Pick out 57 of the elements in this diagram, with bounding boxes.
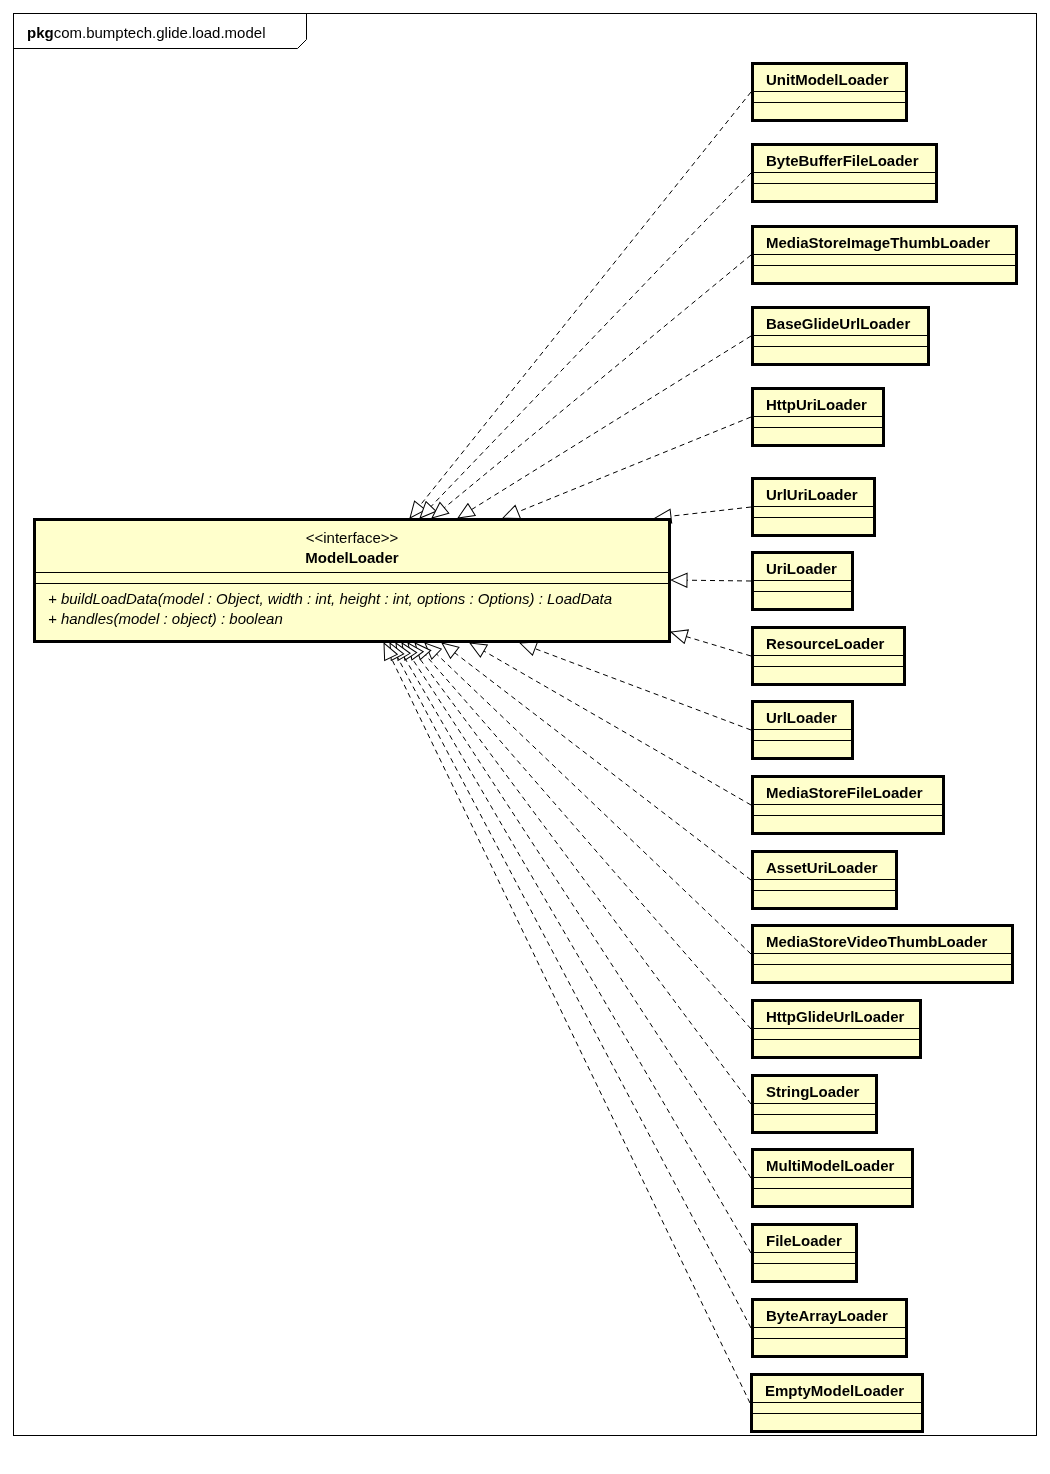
realization-arrow [670, 629, 752, 657]
package-name: pkgcom.bumptech.glide.load.model [27, 24, 266, 41]
method-signature: + buildLoadData(model : Object, width : int, height : int, options : Options) : LoadData [48, 590, 613, 607]
class-name: StringLoader [765, 1082, 861, 1102]
realization-arrow [457, 335, 752, 519]
class-name: UrlLoader [765, 708, 838, 728]
realization-arrow [654, 506, 752, 524]
interface-name: ModelLoader [305, 549, 399, 566]
class-name: HttpUriLoader [765, 395, 868, 415]
class-box [751, 626, 906, 686]
realization-arrow [431, 254, 752, 519]
class-box [751, 924, 1014, 984]
class-box [751, 700, 854, 760]
class-name: UnitModelLoader [765, 70, 890, 90]
class-box [751, 999, 922, 1059]
realization-arrow [519, 641, 752, 731]
class-box [751, 850, 898, 910]
package-frame [13, 13, 1037, 1436]
interface-box [33, 518, 671, 643]
class-box [751, 551, 854, 611]
class-name: MediaStoreImageThumbLoader [765, 233, 992, 253]
realization-arrow [409, 91, 752, 519]
realization-arrow [441, 642, 752, 881]
class-name: ByteBufferFileLoader [765, 151, 920, 171]
class-box [751, 387, 885, 447]
class-box [751, 1223, 858, 1283]
realization-arrow [407, 642, 752, 1105]
class-box [751, 1074, 878, 1134]
class-name: UriLoader [765, 559, 838, 579]
class-box [751, 306, 930, 366]
realization-arrow [414, 642, 752, 1030]
class-name: AssetUriLoader [765, 858, 879, 878]
realization-arrow [502, 416, 752, 519]
class-name: MediaStoreVideoThumbLoader [765, 932, 989, 952]
realization-arrow [419, 172, 752, 519]
class-name: HttpGlideUrlLoader [765, 1007, 906, 1027]
class-box [751, 62, 908, 122]
class-name: MultiModelLoader [765, 1156, 896, 1176]
class-box [751, 225, 1018, 285]
class-box [750, 1373, 924, 1433]
class-name: MediaStoreFileLoader [765, 783, 924, 803]
method-signature: + handles(model : object) : boolean [48, 610, 283, 627]
class-box [751, 477, 876, 537]
class-name: BaseGlideUrlLoader [765, 314, 912, 334]
class-box [751, 1148, 914, 1208]
class-name: UrlUriLoader [765, 485, 859, 505]
realization-arrow [424, 642, 752, 955]
stereotype: <<interface>> [305, 529, 399, 546]
realization-arrow [670, 572, 752, 588]
class-name: EmptyModelLoader [764, 1381, 906, 1401]
class-box [751, 143, 938, 203]
class-name: ResourceLoader [765, 634, 886, 654]
class-box [751, 775, 945, 835]
class-name: ByteArrayLoader [765, 1306, 889, 1326]
class-name: FileLoader [765, 1231, 843, 1251]
class-box [751, 1298, 908, 1358]
realization-arrow [469, 642, 752, 806]
